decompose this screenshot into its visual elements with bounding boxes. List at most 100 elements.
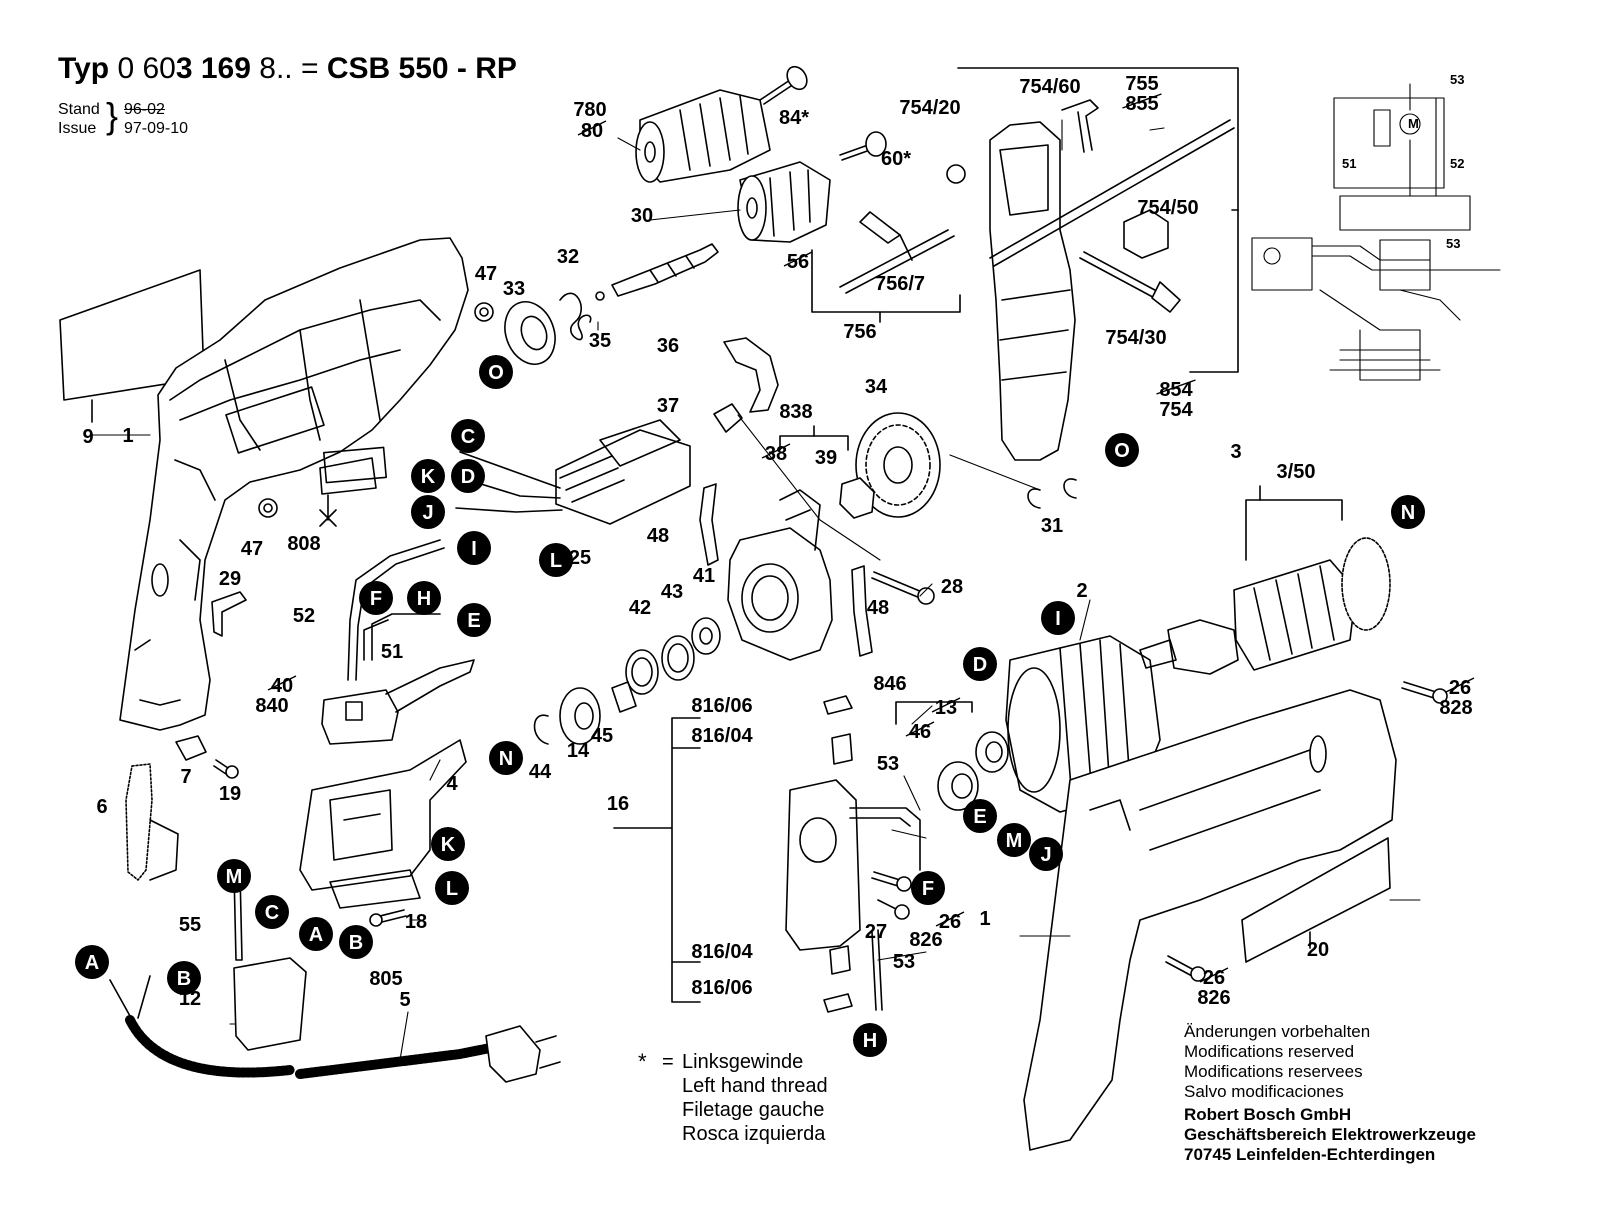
connector-circle-B1: [339, 925, 373, 959]
bearing-14: [559, 687, 601, 745]
wiring-label-wM: M: [1408, 116, 1419, 131]
part-label-816-04a: 816/04: [691, 725, 753, 747]
screw-28: [871, 571, 923, 599]
connector-circle-H1: [407, 581, 441, 615]
part-label-754-30: 754/30: [1105, 327, 1166, 349]
key-chuck-56: [737, 161, 831, 243]
connector-letter-J1: J: [422, 502, 433, 524]
connector-circle-I1: [457, 531, 491, 565]
switch-840: [321, 659, 475, 745]
gear-housing: [727, 489, 833, 661]
part-label-3-50: 3/50: [1277, 461, 1316, 483]
wiring-label-w52: 52: [1450, 156, 1464, 171]
connector-letter-L1: L: [550, 550, 562, 572]
connector-circle-I2: [1041, 601, 1075, 635]
part-label-51: 51: [381, 641, 403, 663]
part-label-19: 19: [219, 783, 241, 805]
connector-circle-E2: [963, 799, 997, 833]
connector-letter-K1: K: [421, 466, 436, 488]
wires-51: [363, 613, 441, 661]
connector-letter-D1: D: [461, 466, 475, 488]
strike-mark-s56: [783, 251, 813, 267]
keyless-chuck-780: [635, 89, 771, 183]
housing-half-left: [119, 237, 469, 731]
part-label-48a: 48: [647, 525, 669, 547]
part-label-36: 36: [657, 335, 679, 357]
connector-letter-J2: J: [1040, 844, 1051, 866]
revision-info: Stand Issue } 96-02 97-09-10: [58, 96, 188, 138]
part-label-3: 3: [1230, 441, 1241, 463]
part-label-754-60: 754/60: [1019, 76, 1080, 98]
model-name: CSB 550 - RP: [326, 52, 517, 85]
connector-letter-O1: O: [488, 362, 504, 384]
wing-screw-754-60: [1061, 99, 1099, 153]
part-label-39: 39: [815, 447, 837, 469]
legend-line: Rosca izquierda: [682, 1123, 826, 1145]
connector-circle-H2: [853, 1023, 887, 1057]
typ-number-b: 3 169: [175, 52, 251, 85]
part-label-826b: 826: [1197, 987, 1230, 1009]
wiring-label-w51: 51: [1342, 156, 1356, 171]
screw-19: [213, 759, 229, 775]
cord-protector-6: [125, 763, 153, 881]
strike-mark-s854: [1156, 379, 1196, 395]
legend-star: *: [638, 1049, 647, 1074]
cap-816-06a: [823, 695, 853, 715]
connector-circle-M2: [217, 859, 251, 893]
connector-circle-C1: [451, 419, 485, 453]
connector-circle-O1: [479, 355, 513, 389]
connector-circle-E1: [457, 603, 491, 637]
modifications-line: Modifications reserved: [1184, 1042, 1355, 1061]
part-label-18: 18: [405, 911, 427, 933]
brush-816-04b: [829, 945, 851, 975]
connector-letter-D2: D: [973, 654, 987, 676]
part-label-6: 6: [96, 796, 107, 818]
connector-letter-O2: O: [1114, 440, 1130, 462]
part-label-7: 7: [180, 766, 191, 788]
connector-letter-E1: E: [467, 610, 480, 632]
leader-lines: [89, 119, 1421, 1061]
connector-circle-F2: [911, 871, 945, 905]
screw-84: [759, 79, 795, 105]
superseded-label-s40: 40: [271, 675, 293, 697]
wiring-diagram: [1251, 83, 1501, 381]
part-label-754-50: 754/50: [1137, 197, 1198, 219]
part-label-37: 37: [657, 395, 679, 417]
company-division: Geschäftsbereich Elektrowerkzeuge: [1184, 1125, 1476, 1144]
bushing-45: [611, 681, 637, 713]
strip-48a: [699, 483, 719, 566]
modifications-line: Modifications reservees: [1184, 1062, 1363, 1081]
document-title: Typ 0 603 169 8.. = CSB 550 - RP: [58, 52, 517, 86]
connector-letter-I1: I: [471, 538, 477, 560]
wire-53b: [871, 929, 883, 1011]
strike-mark-s40: [267, 675, 297, 691]
nut-754-20: [946, 164, 966, 184]
connector-circle-M1: [997, 823, 1031, 857]
screw-826b: [1165, 955, 1195, 977]
brace-glyph: }: [106, 95, 119, 136]
part-label-84: 84*: [779, 107, 809, 129]
gear-34: [855, 412, 941, 518]
superseded-label-s26c: 26: [1203, 967, 1225, 989]
armature-3: [1139, 537, 1391, 675]
part-label-816-04b: 816/04: [691, 941, 753, 963]
spring-32: [559, 292, 592, 341]
housing-half-right: [1023, 689, 1397, 1151]
strike-mark-s38: [761, 443, 791, 459]
part-label-754-20: 754/20: [899, 97, 960, 119]
modifications-line: Salvo modificaciones: [1184, 1082, 1344, 1101]
part-label-60: 60*: [881, 148, 911, 170]
washer-47a: [474, 302, 494, 322]
part-label-846: 846: [873, 673, 906, 695]
part-label-1a: 1: [122, 425, 133, 447]
superseded-label-s13: 13: [935, 697, 957, 719]
depth-rod-755: [989, 119, 1235, 267]
brush-holder-16: [785, 779, 921, 951]
wiring-label-w53a: 53: [1450, 72, 1464, 87]
connector-circle-A1: [299, 917, 333, 951]
part-label-41: 41: [693, 565, 715, 587]
part-label-45: 45: [591, 725, 613, 747]
connector-letter-B1: B: [349, 932, 363, 954]
